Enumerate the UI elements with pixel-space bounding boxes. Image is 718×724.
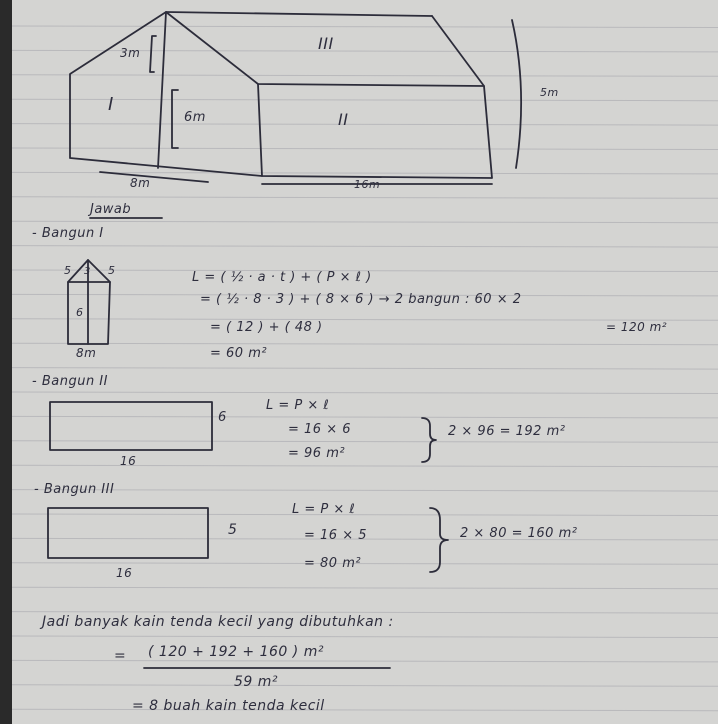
center-post: [157, 11, 167, 169]
label-8m: 8m: [130, 176, 151, 190]
ruled-line: [12, 611, 718, 614]
fraction-eq: =: [114, 648, 127, 664]
ruled-line: [12, 74, 718, 77]
ruled-line: [12, 25, 718, 28]
divider-line: [257, 83, 263, 177]
rect2-height: 6: [218, 410, 227, 425]
calc1-line3: = ( 12 ) + ( 48 ): [210, 320, 323, 335]
calc1-line1: L = ( ½ · a · t ) + ( P × ℓ ): [192, 270, 372, 285]
ruled-line: [12, 562, 718, 565]
ruled-line: [12, 123, 718, 126]
calc1-line2: = ( ½ · 8 · 3 ) + ( 8 × 6 ) → 2 bangun :…: [200, 292, 522, 307]
calc2-line2: = 16 × 6: [288, 422, 351, 437]
final-answer: = 8 buah kain tenda kecil: [132, 698, 325, 714]
ruled-line: [12, 318, 718, 321]
section2-title: - Bangun II: [32, 374, 108, 389]
ruled-line: [12, 98, 718, 102]
fraction-denominator: 59 m²: [234, 674, 279, 690]
fraction-numerator: ( 120 + 192 + 160 ) m²: [148, 644, 324, 660]
roof-edge: [431, 15, 485, 87]
label-3m: 3m: [120, 46, 141, 60]
conclusion-intro: Jadi banyak kain tenda kecil yang dibutu…: [42, 614, 394, 630]
ruled-line: [12, 635, 718, 638]
brace-3m: [149, 35, 157, 73]
house-outline: [69, 11, 493, 179]
calc3-result: 2 × 80 = 160 m²: [460, 526, 578, 541]
house-diagram: [69, 11, 523, 185]
pentagon-side-mid: 3: [84, 266, 91, 277]
ruled-line: [12, 708, 718, 712]
calc2-line1: L = P × ℓ: [266, 398, 330, 413]
ruled-line: [12, 391, 718, 394]
pentagon-side-right: 5: [108, 264, 116, 277]
calc3-line3: = 80 m²: [304, 556, 362, 571]
ruled-line: [12, 147, 718, 150]
ruled-line: [12, 196, 718, 199]
pentagon-side-left: 5: [64, 264, 72, 277]
ruled-line: [12, 415, 718, 419]
ruled-line: [12, 342, 718, 346]
ruled-line: [12, 659, 718, 663]
label-16m: 16m: [354, 178, 381, 191]
calc3-line1: L = P × ℓ: [292, 502, 356, 517]
ruled-lines: [12, 25, 718, 712]
ruled-line: [12, 513, 718, 516]
ruled-line: [12, 464, 718, 468]
rect2-width: 16: [120, 454, 137, 468]
section3-title: - Bangun III: [34, 482, 115, 497]
pentagon-outline: [67, 259, 111, 345]
ruled-line: [12, 440, 718, 443]
label-6m: 6m: [184, 110, 206, 125]
calc1-line4: = 60 m²: [210, 346, 268, 361]
ruled-line: [12, 220, 718, 224]
pentagon-base-label: 8m: [76, 346, 97, 360]
brace-section3: [429, 507, 449, 573]
dim-8m: [99, 171, 209, 183]
pentagon-inner: 6: [76, 306, 84, 319]
ruled-line: [12, 586, 718, 590]
rectangle-iii: [47, 507, 209, 559]
jawab-label: Jawab: [90, 202, 132, 217]
dim-5m: [511, 19, 523, 169]
ruled-line: [12, 293, 718, 297]
brace-6m: [171, 89, 179, 149]
calc3-line2: = 16 × 5: [304, 528, 367, 543]
calc2-line3: = 96 m²: [288, 446, 346, 461]
ruled-line: [12, 269, 718, 272]
ruled-line: [12, 367, 718, 370]
rect3-width: 16: [116, 566, 133, 580]
ruled-line: [12, 489, 718, 492]
rectangle-ii: [49, 401, 213, 451]
brace-section2: [421, 417, 437, 463]
ruled-line: [12, 537, 718, 541]
sketch-layer: [47, 11, 523, 669]
label-I: I: [108, 94, 114, 115]
calc1-total: = 120 m²: [606, 320, 668, 334]
label-5m: 5m: [540, 86, 559, 99]
ruled-line: [12, 245, 718, 248]
roof-ridge: [165, 11, 433, 17]
rect3-height: 5: [228, 522, 238, 538]
label-III: III: [318, 34, 334, 53]
section1-title: - Bangun I: [32, 226, 104, 241]
label-II: II: [338, 110, 349, 129]
calc2-result: 2 × 96 = 192 m²: [448, 424, 566, 439]
notebook-page: 3m I 6m III II 5m 8m 16m Jawab - Bangun …: [12, 0, 718, 724]
ruled-line: [12, 49, 718, 53]
ruled-line: [12, 684, 718, 687]
pentagon-figure: [67, 259, 111, 345]
ruled-line: [12, 171, 718, 175]
